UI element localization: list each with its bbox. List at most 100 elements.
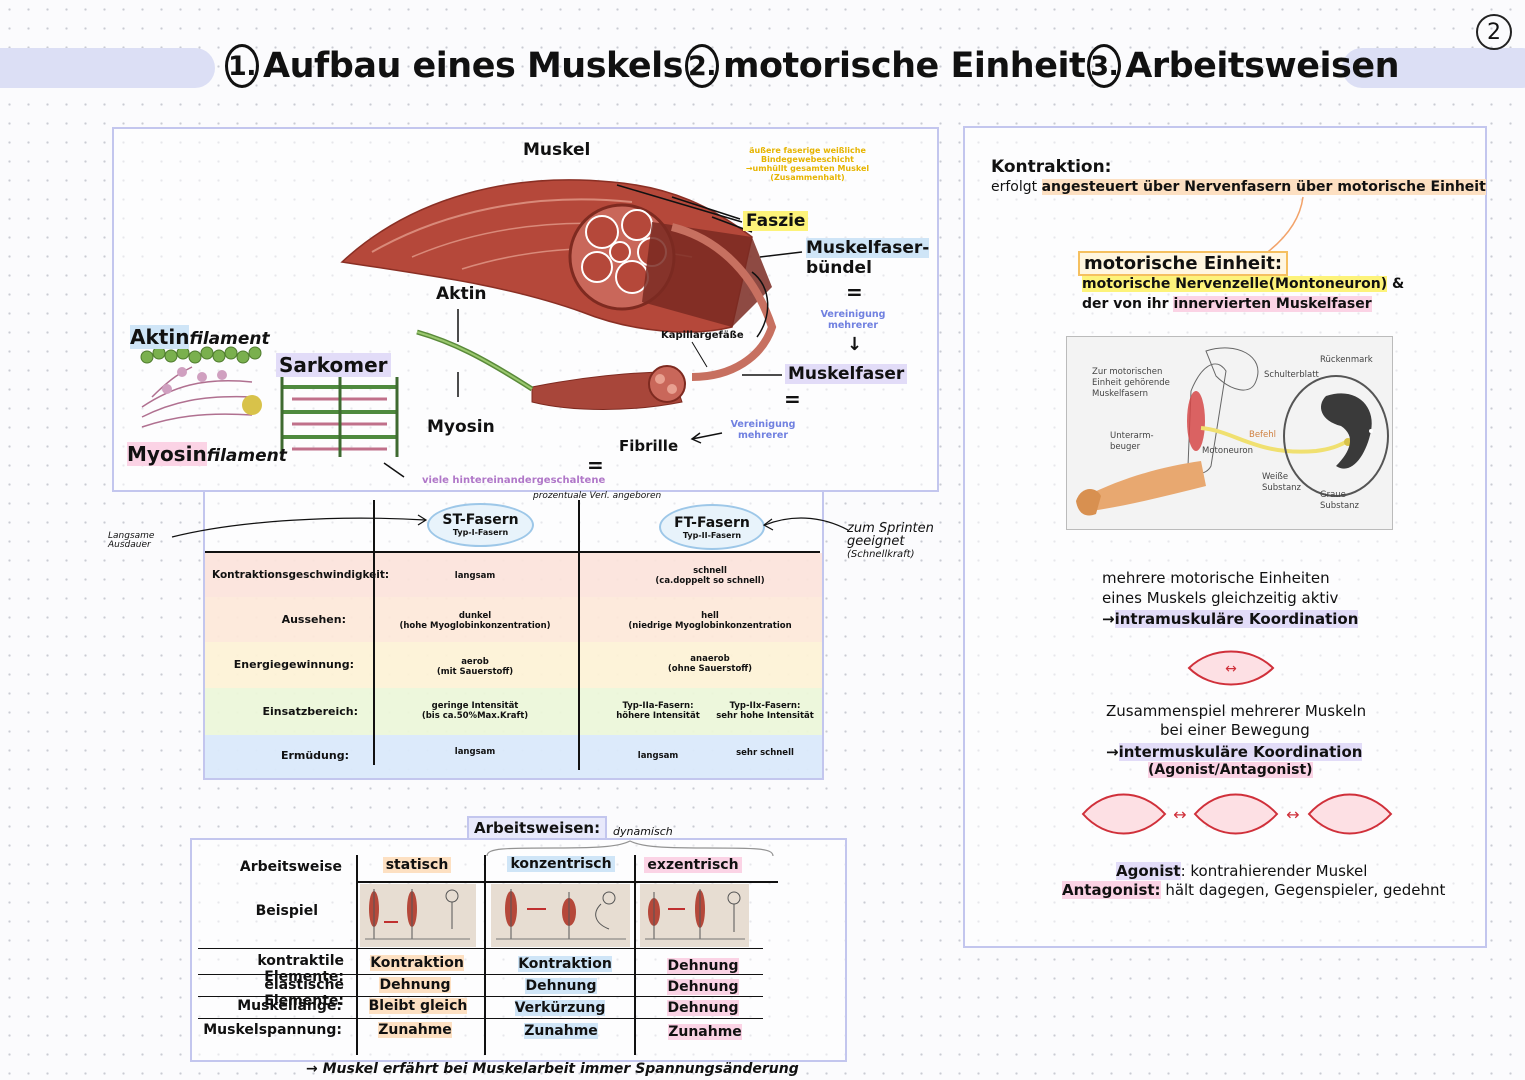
arbeitsweisen-title: Arbeitsweisen:	[467, 816, 608, 840]
fiber-row-bg-1	[205, 553, 822, 597]
note-dynamisch: dynamisch	[613, 825, 673, 838]
fig-label-unterarm-2: beuger	[1110, 442, 1141, 452]
title-number-3: 3.	[1087, 44, 1122, 88]
title-part-1: Aufbau eines Muskels	[263, 46, 683, 86]
aw-example-statisch	[360, 884, 476, 947]
intra-lens-icon: ↔	[1187, 650, 1275, 686]
aw-r2-c2-text: Dehnung	[525, 978, 597, 994]
fiber-row-bg-5	[205, 735, 822, 778]
label-aktin: Aktin	[436, 284, 487, 304]
vereinigung-1-line2: mehrerer	[827, 320, 879, 331]
aw-r4-c1-text: Zunahme	[378, 1022, 452, 1038]
label-muskelfaserbuendel: Muskelfaser- bündel	[806, 238, 930, 278]
fig-label-rueckenmark: Rückenmark	[1320, 355, 1373, 365]
aw-col-konzentrisch: konzentrisch	[506, 856, 616, 872]
fiber-vline-2	[578, 500, 580, 770]
label-myosinfilament: Myosinfilament	[127, 442, 287, 466]
aw-col-statisch: statisch	[362, 857, 472, 873]
st-value-5-a: langsam	[454, 747, 496, 757]
note-sprinten: zum Sprinten geeignet (Schnellkraft)	[847, 522, 934, 561]
me-line1-text: motorische Nervenzelle(Montoneuron)	[1082, 276, 1388, 292]
inter-line3-text: intermuskuläre Koordination	[1118, 743, 1363, 761]
title-number-1: 1.	[225, 44, 260, 88]
faszie-note-line4: (Zusammenhalt)	[770, 173, 845, 182]
ft-value-4a-b: höhere Intensität	[616, 711, 700, 721]
aw-r4-c3: Zunahme	[650, 1024, 760, 1040]
label-muskelfaser: Muskelfaser	[785, 364, 908, 384]
ft-value-1: schnell(ca.doppelt so schnell)	[590, 566, 830, 586]
inter-line4-text: (Agonist/Antagonist)	[1148, 762, 1313, 778]
title-band-left	[0, 48, 215, 88]
note-sprinten-1: zum Sprinten	[847, 521, 934, 536]
aw-r1-c3: Dehnung	[648, 958, 758, 974]
fig-label-motoneuron: Motoneuron	[1202, 446, 1253, 456]
fiber-row-bg-4	[205, 688, 822, 735]
ft-value-1-a: schnell	[693, 566, 727, 576]
antagonist-line: Antagonist: hält dagegen, Gegenspieler, …	[1062, 881, 1445, 899]
aw-r4-c2: Zunahme	[506, 1023, 616, 1039]
agonist-term: Agonist	[1116, 862, 1181, 880]
st-value-3-b: (mit Sauerstoff)	[436, 667, 514, 677]
me-line1-amp: &	[1387, 276, 1405, 292]
page-title: 1. Aufbau eines Muskels 2. motorische Ei…	[225, 40, 1399, 92]
aw-row-line-3	[198, 1018, 763, 1019]
vereinigung-1: Vereinigung mehrerer	[818, 309, 888, 331]
eq-3: =	[587, 453, 604, 477]
fiber-label-1: Kontraktionsgeschwindigkeit:	[212, 569, 390, 581]
ft-value-4b: Typ-IIx-Fasern:sehr hohe Intensität	[715, 701, 815, 721]
fig-label-weisse-2: Substanz	[1262, 483, 1301, 493]
st-value-4-b: (bis ca.50%Max.Kraft)	[421, 711, 529, 721]
label-sarkomer: Sarkomer	[276, 353, 391, 377]
page-number: 2	[1476, 14, 1512, 50]
aw-footer: → Muskel erfährt bei Muskelarbeit immer …	[306, 1061, 799, 1077]
fig-label-graue-2: Substanz	[1320, 501, 1359, 511]
aw-r1-c1: Kontraktion	[362, 955, 472, 971]
aw-col-exzentrisch-text: exzentrisch	[644, 857, 742, 873]
aw-example-exzentrisch	[640, 884, 749, 947]
antagonist-desc: hält dagegen, Gegenspieler, gedehnt	[1160, 881, 1446, 899]
aw-row-label-4: Muskelspannung:	[203, 1022, 342, 1038]
faszie-note-line3: →umhüllt gesamten Muskel	[745, 164, 870, 173]
ft-fasern-name: FT-Fasern	[674, 515, 750, 531]
note-sprinten-3: (Schnellkraft)	[847, 549, 915, 560]
ft-value-3-b: (ohne Sauerstoff)	[667, 664, 753, 674]
note-langsame: Langsame Ausdauer	[108, 532, 154, 550]
note-langsame-2: Ausdauer	[108, 540, 151, 550]
title-part-2: motorische Einheit	[723, 46, 1086, 86]
me-line1: motorische Nervenzelle(Montoneuron) &	[1082, 276, 1404, 292]
fig-label-zur-3: Muskelfasern	[1092, 389, 1148, 399]
label-myosin: Myosin	[427, 417, 495, 437]
st-fasern-name: ST-Fasern	[442, 512, 519, 528]
aw-r3-c3: Dehnung	[648, 1000, 758, 1016]
agonist-line: Agonist: kontrahierender Muskel	[1116, 862, 1367, 880]
fig-label-schulterblatt: Schulterblatt	[1264, 370, 1319, 380]
eq-1: =	[846, 280, 863, 304]
label-viele: viele hintereinandergeschaltene	[422, 475, 606, 486]
aw-header-label: Arbeitsweise	[239, 859, 342, 875]
label-myosinfilament-a: Myosin	[127, 442, 207, 466]
inter-line2: bei einer Bewegung	[1160, 721, 1310, 739]
inter-lens-icons: ↔ ↔	[1081, 793, 1393, 835]
st-value-1-a: langsam	[454, 571, 496, 581]
st-value-3: aerob(mit Sauerstoff)	[380, 657, 570, 677]
aw-r3-c1: Bleibt gleich	[363, 998, 473, 1014]
label-aktinfilament-a: Aktin	[130, 325, 190, 349]
vereinigung-2-line1: Vereinigung	[730, 419, 796, 430]
ft-value-5b: sehr schnell	[715, 748, 815, 758]
aw-r2-c1-text: Dehnung	[379, 977, 451, 993]
aw-row-line-1	[198, 974, 763, 975]
aw-r1-c1-text: Kontraktion	[370, 955, 464, 971]
note-arrows	[171, 514, 849, 538]
fiber-row-bg-3	[205, 642, 822, 688]
kontraktion-text: erfolgt angesteuert über Nervenfasern üb…	[991, 179, 1486, 195]
kontraktion-title: Kontraktion:	[991, 157, 1112, 177]
intra-line3-arrow: →	[1102, 610, 1115, 628]
aw-col-exzentrisch: exzentrisch	[638, 857, 748, 873]
vereinigung-2-line2: mehrerer	[737, 430, 789, 441]
ft-value-3-a: anaerob	[690, 654, 730, 664]
aw-example-konzentrisch	[491, 884, 630, 947]
fig-label-weisse: Weiße Substanz	[1262, 472, 1301, 494]
fig-label-unterarm: Unterarm- beuger	[1110, 431, 1154, 453]
ft-value-5b-a: sehr schnell	[736, 748, 794, 758]
inter-line3-arrow: →	[1106, 743, 1119, 761]
